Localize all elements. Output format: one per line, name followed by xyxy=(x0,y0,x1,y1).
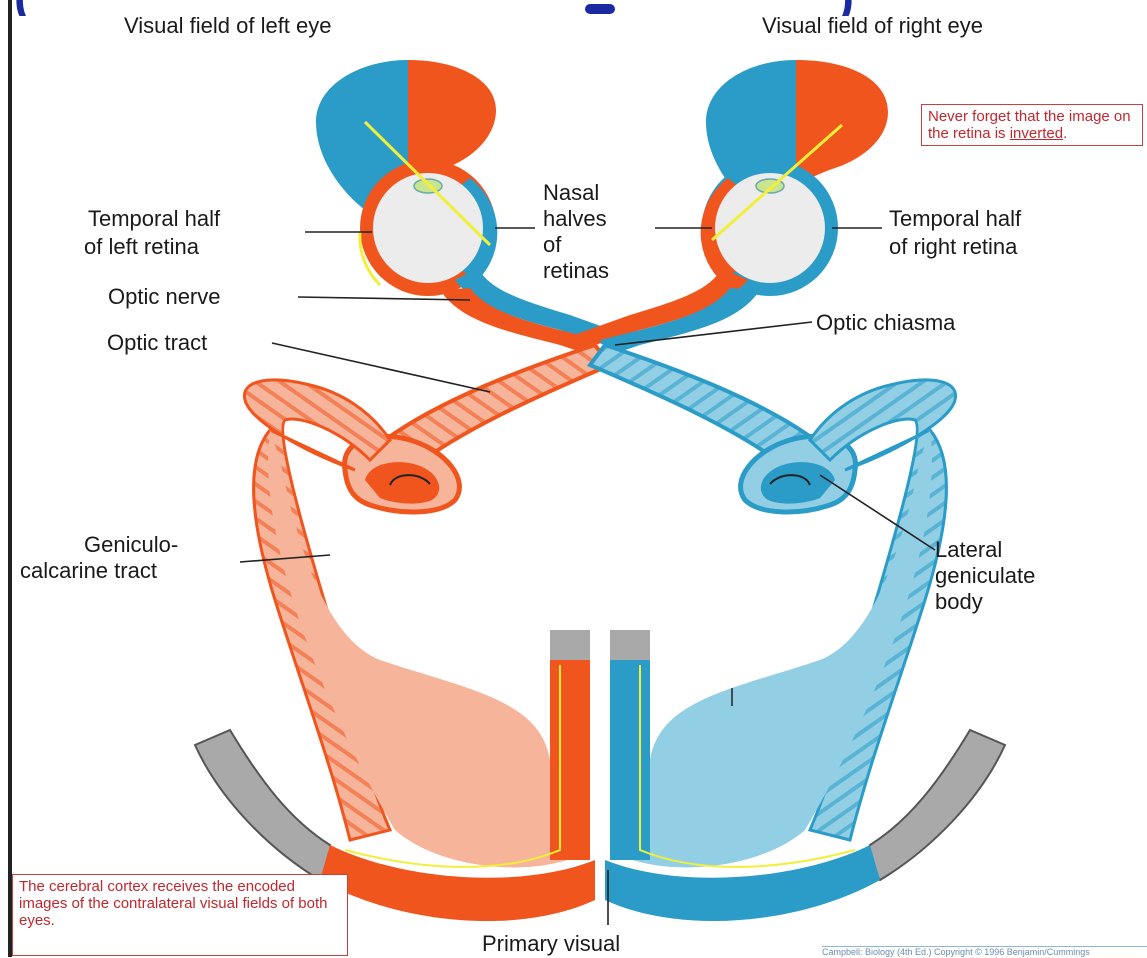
label-nasal-2: halves xyxy=(543,206,607,232)
label-nasal-4: retinas xyxy=(543,258,609,284)
label-temporal-left-2: of left retina xyxy=(84,234,199,260)
note-cerebral-cortex: The cerebral cortex receives the encoded… xyxy=(12,874,348,956)
note-inverted-emphasis: inverted xyxy=(1010,125,1063,142)
optic-tracts xyxy=(385,345,815,470)
label-primary-visual: Primary visual xyxy=(482,931,620,957)
note-inverted-end: . xyxy=(1063,125,1067,142)
label-temporal-right-1: Temporal half xyxy=(889,206,1021,232)
label-geniculo-2: calcarine tract xyxy=(20,558,157,584)
label-nasal-1: Nasal xyxy=(543,180,599,206)
label-optic-tract: Optic tract xyxy=(107,330,207,356)
label-temporal-right-2: of right retina xyxy=(889,234,1017,260)
label-visual-field-right: Visual field of right eye xyxy=(762,13,983,39)
credit-caption: Campbell: Biology (4th Ed.) Copyright © … xyxy=(822,946,1147,958)
label-geniculo-1: Geniculo- xyxy=(84,532,178,558)
label-optic-nerve: Optic nerve xyxy=(108,284,221,310)
label-lateral-2: geniculate xyxy=(935,563,1035,589)
label-temporal-left-1: Temporal half xyxy=(88,206,220,232)
label-lateral-3: body xyxy=(935,589,983,615)
note-inverted-image: Never forget that the image on the retin… xyxy=(921,104,1143,146)
label-lateral-1: Lateral xyxy=(935,537,1002,563)
label-visual-field-left: Visual field of left eye xyxy=(124,13,332,39)
label-optic-chiasma: Optic chiasma xyxy=(816,310,955,336)
label-nasal-3: of xyxy=(543,232,561,258)
note-cortex-text: The cerebral cortex receives the encoded… xyxy=(19,878,328,929)
